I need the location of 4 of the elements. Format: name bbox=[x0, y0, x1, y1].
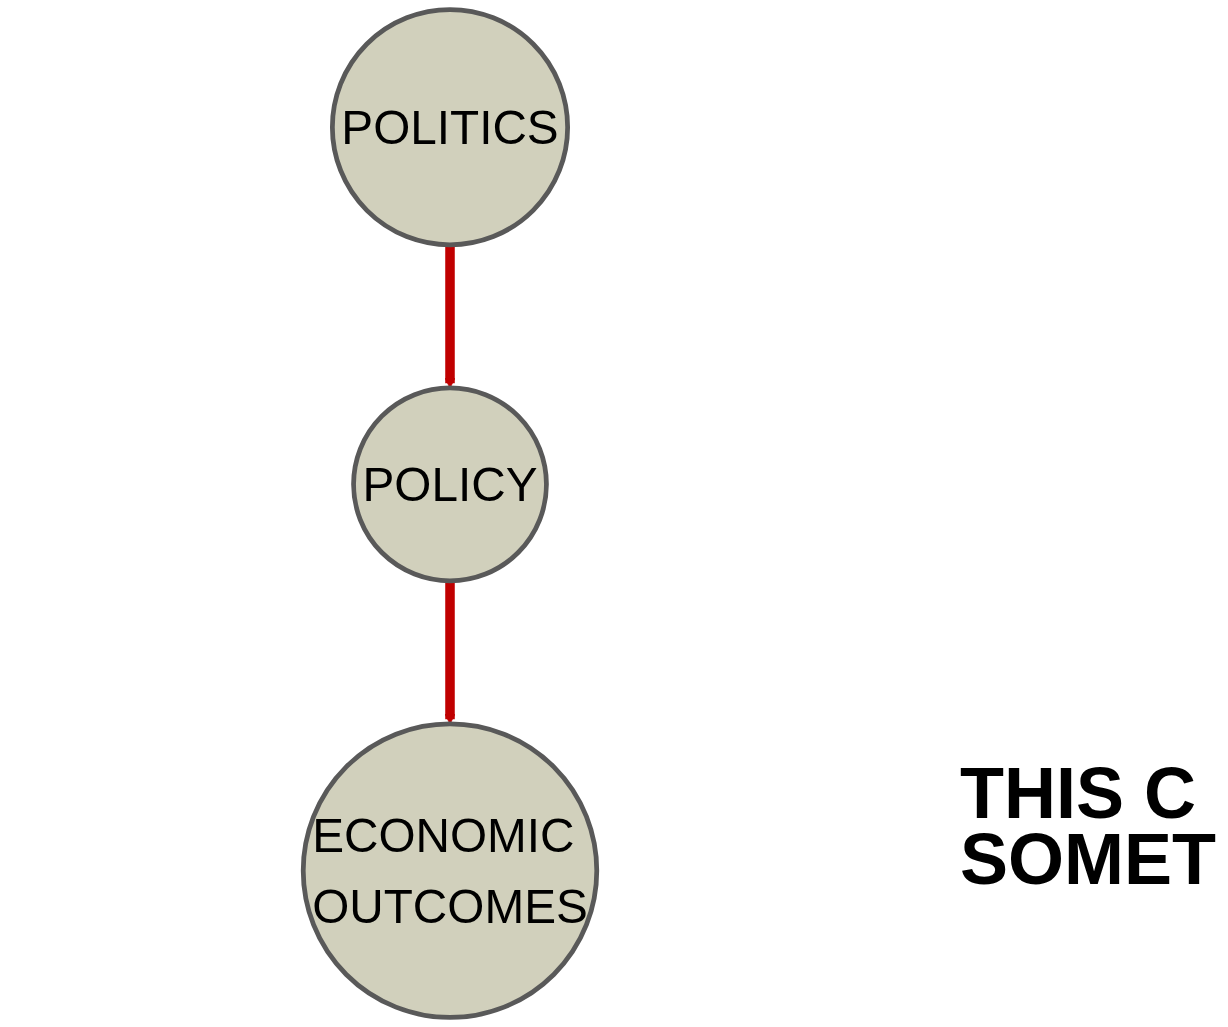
node-circle: ECONOMIC OUTCOMES bbox=[300, 721, 600, 1020]
node-circle: POLITICS bbox=[330, 7, 570, 248]
node-circle: POLICY bbox=[351, 385, 549, 584]
heading-text: THIS C SOMET bbox=[960, 760, 1217, 892]
